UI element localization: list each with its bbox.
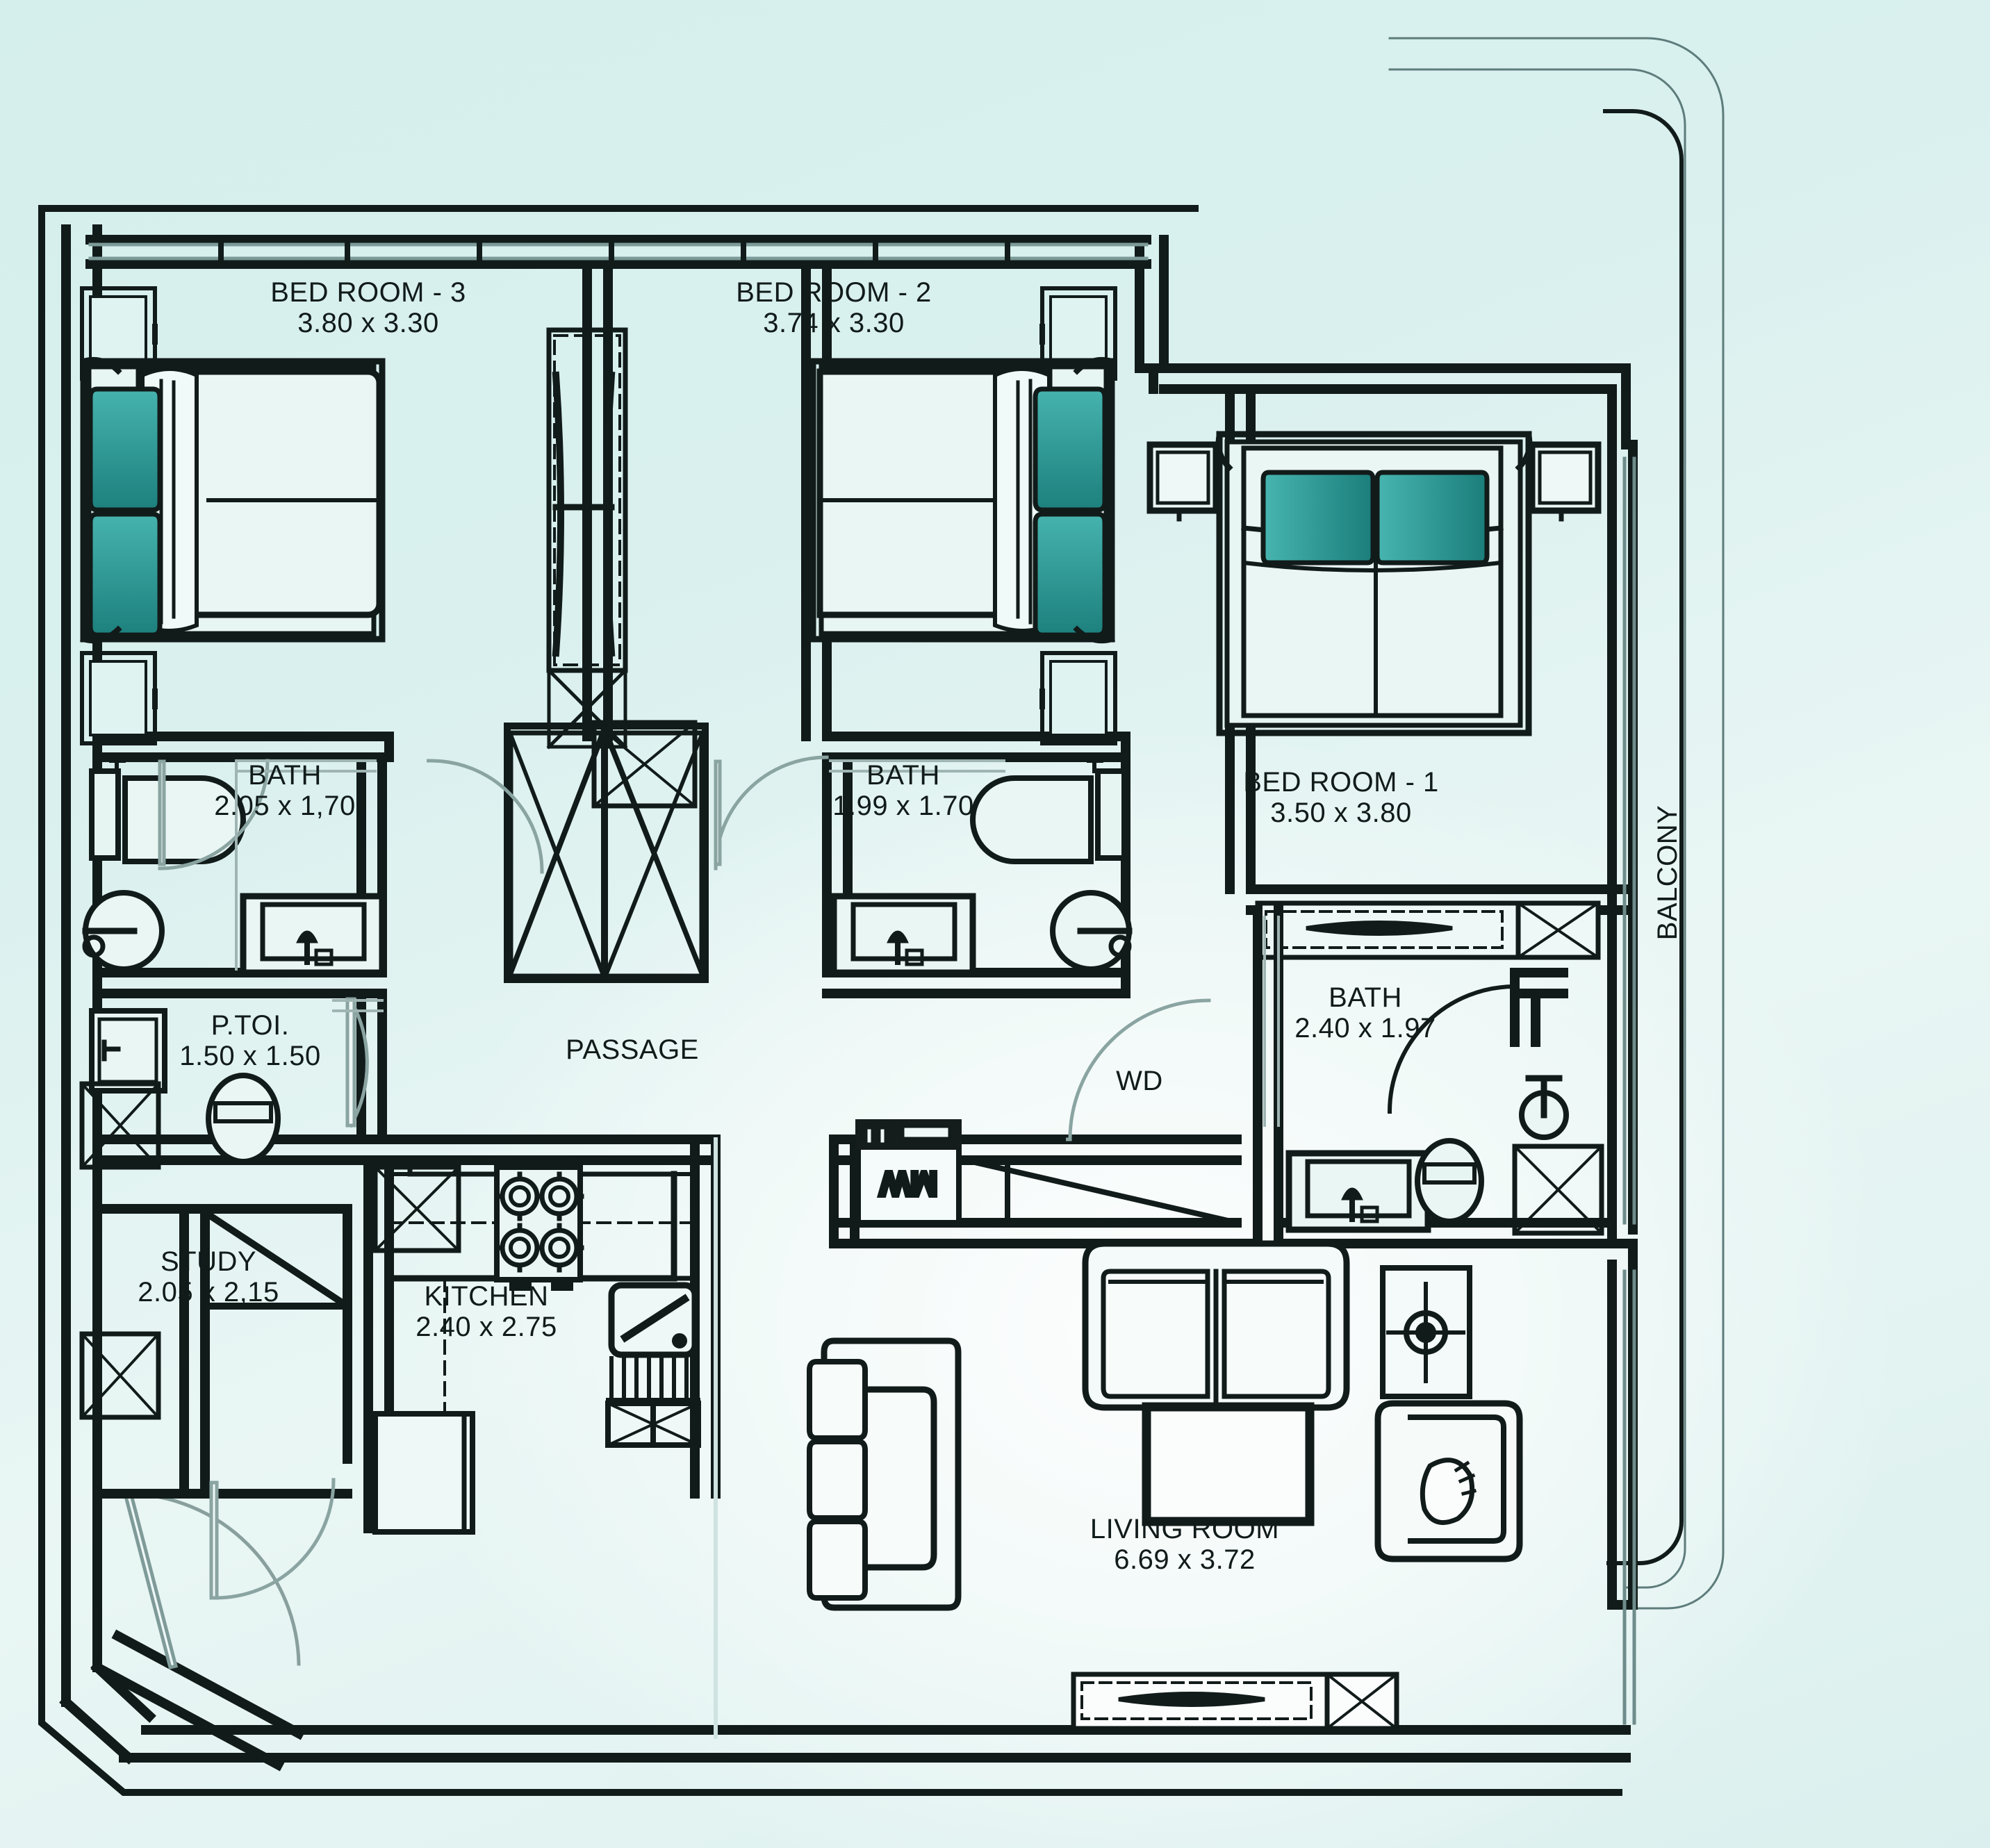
ptoilet-glass <box>332 999 384 1012</box>
kitchen-sink <box>605 1282 701 1448</box>
room-name: STUDY <box>160 1246 257 1277</box>
room-label-ptoilet: P.TOI. 1.50 x 1.50 <box>179 1011 320 1072</box>
room-name: BATH <box>866 760 940 791</box>
room-dimensions: 1.99 x 1.70 <box>832 791 974 821</box>
living-coffee-table <box>1142 1402 1315 1526</box>
svg-text:MW: MW <box>880 1166 937 1202</box>
bath3-washbasin <box>82 890 165 972</box>
room-dimensions: 2.40 x 1.97 <box>1294 1013 1436 1043</box>
room-label-balcony: BALCONY <box>1652 754 1683 991</box>
room-dimensions: 3.74 x 3.30 <box>763 308 905 338</box>
balcony-glazing <box>1622 456 1636 1725</box>
room-name: BED ROOM - 3 <box>270 277 466 308</box>
bath2-glass-partition <box>829 759 1005 773</box>
living-tv-unit <box>1071 1672 1399 1731</box>
room-name: LIVING ROOM <box>1089 1514 1280 1544</box>
bath2-door-swing <box>714 755 829 871</box>
bath3-toilet <box>89 755 246 864</box>
room-label-study: STUDY 2.05 x 2,15 <box>138 1247 279 1308</box>
utility-counter-diagonal <box>962 1157 1240 1226</box>
kitchen-fridge <box>372 1164 461 1253</box>
room-name: P.TOI. <box>211 1010 290 1041</box>
room-label-living: LIVING ROOM 6.69 x 3.72 <box>1090 1515 1279 1576</box>
kitchen-hob <box>494 1164 582 1291</box>
bedroom2-walls <box>801 259 1130 762</box>
living-armchair <box>1374 1400 1523 1562</box>
door-swings-misc <box>427 759 544 874</box>
bath2-toilet <box>970 755 1127 864</box>
bath3-shower <box>240 893 386 976</box>
room-label-bath2: BATH 1.99 x 1.70 <box>832 761 973 822</box>
bath1-shower-hatch <box>1512 1144 1604 1236</box>
entry-wall <box>90 1629 306 1772</box>
bedroom1-tv-unit <box>1255 900 1601 960</box>
bath2-washbasin <box>1050 890 1133 972</box>
room-dimensions: 2.40 x 2.75 <box>416 1312 557 1342</box>
living-sofa <box>1082 1240 1350 1411</box>
bedroom2-bed <box>809 356 1115 644</box>
living-side-table-lamp <box>1380 1265 1472 1399</box>
study-desk <box>200 1207 352 1311</box>
room-label-bedroom1: BED ROOM - 1 3.50 x 3.80 <box>1243 768 1439 829</box>
study-door-swing <box>209 1478 336 1600</box>
bedroom1-nightstand-right <box>1529 441 1602 522</box>
room-label-bath3: BATH 2.05 x 1,70 <box>214 761 355 822</box>
room-dimensions: 3.80 x 3.30 <box>297 308 439 338</box>
room-dimensions: 2.05 x 2,15 <box>138 1277 279 1307</box>
balcony-outline <box>1388 37 1725 1610</box>
room-label-kitchen: KITCHEN 2.40 x 2.75 <box>416 1282 557 1343</box>
room-label-bedroom2: BED ROOM - 2 3.74 x 3.30 <box>736 278 932 339</box>
bedroom3-bed <box>80 356 386 644</box>
room-dimensions: 2.05 x 1,70 <box>214 791 356 821</box>
wd-door-swing <box>1066 998 1211 1141</box>
washing-machine: MW <box>855 1119 962 1226</box>
bath2-shower <box>830 893 976 976</box>
bedroom2-window <box>1039 286 1117 745</box>
bath1-door-swing <box>1387 984 1519 1114</box>
exterior-walls <box>38 205 1622 1796</box>
room-name: BED ROOM - 1 <box>1243 767 1439 798</box>
room-name: BALCONY <box>1652 805 1683 941</box>
dining-chairs <box>807 1359 868 1601</box>
bath1-washbasin <box>1519 1075 1569 1140</box>
top-glazing <box>88 237 1149 266</box>
bath1-toilet <box>1414 1138 1485 1224</box>
passage-partitions <box>504 723 709 983</box>
room-name: BATH <box>248 760 322 791</box>
room-name: BED ROOM - 2 <box>736 277 932 308</box>
room-name: KITCHEN <box>424 1281 549 1312</box>
study-storage <box>79 1081 161 1420</box>
balcony-inner-edge <box>1603 109 1684 1565</box>
bedroom1-nightstand-left <box>1146 441 1219 522</box>
ptoilet-vanity <box>89 1008 167 1094</box>
bath3-glass-partition <box>235 759 377 971</box>
ptoilet-toilet <box>205 1073 281 1164</box>
room-dimensions: 6.69 x 3.72 <box>1114 1544 1256 1575</box>
bedroom1-bed <box>1215 431 1533 736</box>
room-label-passage: PASSAGE <box>566 1035 699 1064</box>
annotation-wd: WD <box>1116 1066 1163 1096</box>
room-label-bath1: BATH 2.40 x 1.97 <box>1294 983 1436 1044</box>
room-dimensions: 1.50 x 1.50 <box>179 1041 321 1071</box>
room-dimensions: 3.50 x 3.80 <box>1270 798 1412 828</box>
room-name: PASSAGE <box>566 1034 699 1065</box>
bath1-vanity <box>1285 1150 1431 1233</box>
wd-label: WD <box>1116 1066 1163 1096</box>
ptoilet-door-swing <box>345 997 369 1128</box>
study-walls <box>92 1204 352 1499</box>
room-label-bedroom3: BED ROOM - 3 3.80 x 3.30 <box>270 278 466 339</box>
kitchen-lower-cabinet <box>372 1411 475 1535</box>
bath1-glass <box>1263 916 1280 1127</box>
room-name: BATH <box>1329 982 1402 1013</box>
